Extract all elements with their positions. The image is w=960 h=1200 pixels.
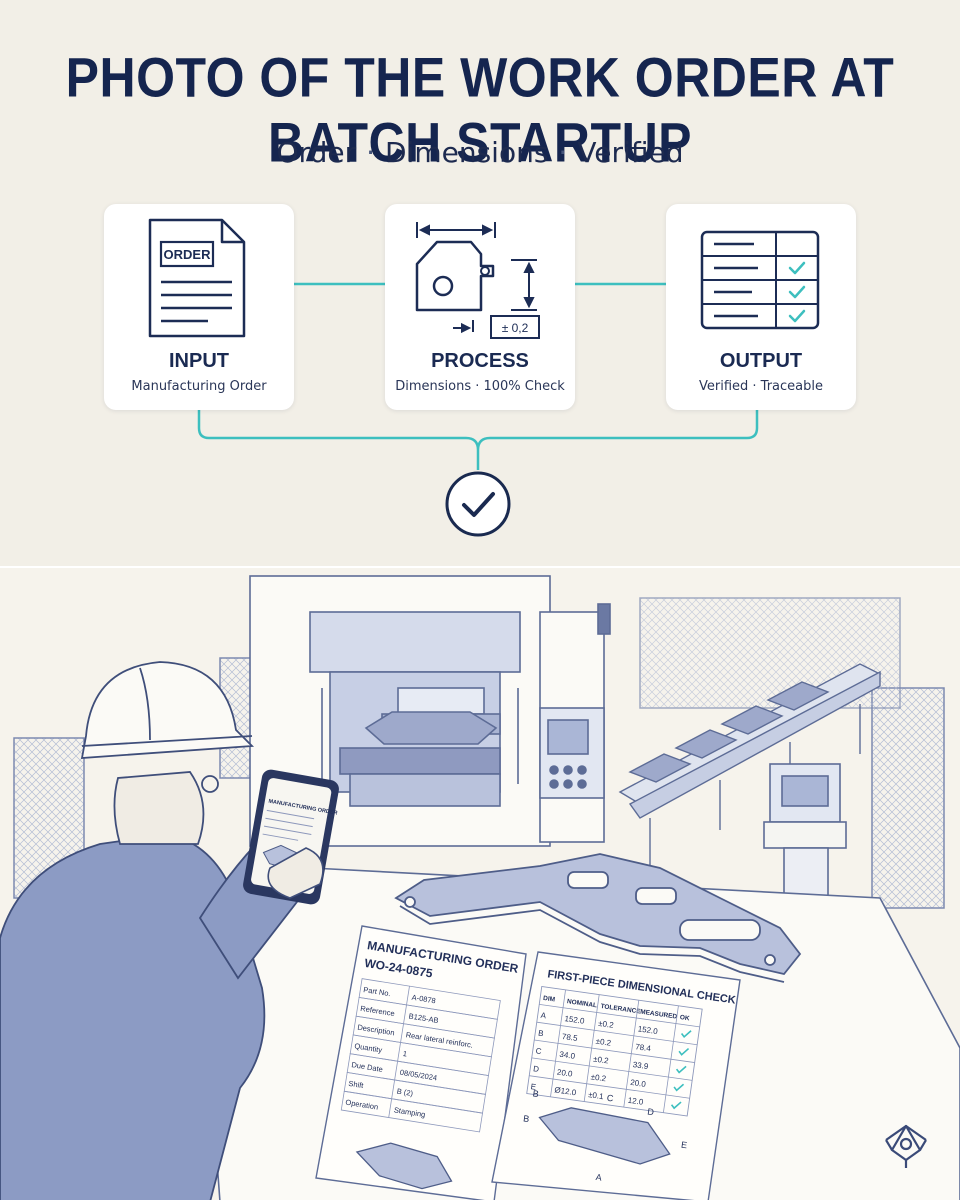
ok-check-icon — [673, 1083, 685, 1092]
subtitle-separator: · — [366, 136, 375, 169]
order-row — [340, 1090, 483, 1133]
check-table-cell: E — [530, 1082, 537, 1092]
order-row-value: A-0878 — [411, 993, 436, 1006]
input-sublabel: Manufacturing Order — [131, 379, 267, 394]
subtitle-order: Order — [276, 136, 357, 169]
page-subtitle: Order · Dimensions · Verified — [0, 136, 960, 169]
check-table-header: NOMINAL — [566, 998, 597, 1009]
checklist-icon — [700, 230, 820, 330]
check-table-header: OK — [679, 1014, 690, 1022]
order-row-value: B (2) — [396, 1087, 414, 1099]
order-row-field: Quantity — [354, 1041, 383, 1054]
worker — [0, 661, 311, 1200]
check-table-cell: ±0.1 — [588, 1090, 605, 1101]
dimension-callout: A — [595, 1172, 602, 1183]
dimension-drawing-icon: ± 0,2 — [415, 222, 540, 339]
check-table-cell: 12.0 — [627, 1096, 644, 1107]
order-row-field: Shift — [348, 1079, 365, 1090]
check-table-cell: ±0.2 — [595, 1037, 612, 1048]
input-label: INPUT — [169, 350, 229, 372]
check-table-cell: 152.0 — [637, 1024, 659, 1036]
output-card: OUTPUT Verified · Traceable — [666, 204, 856, 410]
check-table-cell: 78.4 — [635, 1042, 652, 1053]
subtitle-verified: Verified — [577, 136, 684, 169]
input-card: ORDER INPUT Manufacturing Order — [104, 204, 294, 410]
subtitle-separator: · — [558, 136, 568, 169]
verified-check-icon — [445, 471, 511, 537]
order-badge-text: ORDER — [164, 247, 212, 262]
check-table-cell: C — [535, 1046, 542, 1056]
connector-merge — [197, 410, 759, 470]
check-table-cell: B — [538, 1029, 545, 1039]
dimension-callout: B — [532, 1088, 539, 1099]
output-label: OUTPUT — [719, 350, 803, 372]
dimension-callout: E — [680, 1140, 687, 1151]
subtitle-dimensions: Dimensions — [385, 136, 549, 169]
check-table-cell: D — [533, 1064, 540, 1074]
process-sublabel: Dimensions · 100% Check — [395, 379, 565, 394]
order-document-icon: ORDER — [148, 218, 246, 338]
ok-check-icon — [680, 1030, 692, 1039]
process-card: ± 0,2 PROCESS Dimensions · 100% Check — [385, 204, 575, 410]
tolerance-text: ± 0,2 — [502, 321, 529, 335]
ok-check-icon — [678, 1047, 690, 1056]
brand-logo — [885, 1124, 927, 1168]
factory-scene: MANUFACTURING ORDER WO-24-0875 Part No.A… — [0, 566, 960, 1200]
order-row-value: 1 — [402, 1049, 408, 1059]
dimension-callout: B — [523, 1113, 530, 1124]
check-table-cell: 78.5 — [561, 1032, 578, 1043]
control-panel — [539, 707, 605, 799]
ok-check-icon — [670, 1101, 682, 1110]
output-sublabel: Verified · Traceable — [699, 379, 823, 394]
check-table-cell: 34.0 — [559, 1050, 576, 1061]
check-table-cell: Ø12.0 — [554, 1085, 577, 1097]
dimension-callout: C — [606, 1093, 614, 1104]
check-table-cell: A — [540, 1011, 547, 1021]
check-table-cell: ±0.2 — [593, 1054, 610, 1065]
manufacturing-order-sheet: MANUFACTURING ORDER WO-24-0875 Part No.A… — [315, 925, 527, 1200]
inspection-terminal — [763, 763, 847, 919]
process-label: PROCESS — [431, 350, 529, 372]
check-table-header: DIM — [543, 995, 556, 1004]
check-table-cell: 33.9 — [632, 1060, 649, 1071]
check-table-cell: ±0.2 — [598, 1019, 615, 1030]
page-title: PHOTO OF THE WORK ORDER AT BATCH STARTUP — [65, 46, 895, 174]
check-table-cell: ±0.2 — [590, 1072, 607, 1083]
check-table-cell: 20.0 — [630, 1078, 647, 1089]
stamped-part — [394, 853, 802, 983]
check-table-cell: 20.0 — [556, 1068, 573, 1079]
ok-check-icon — [675, 1065, 687, 1074]
phone: MANUFACTURING ORDER — [243, 769, 339, 905]
check-table-cell: 152.0 — [564, 1014, 586, 1026]
dimension-callout: D — [647, 1107, 655, 1118]
order-row-field: Part No. — [363, 985, 392, 998]
factory-illustration: MANUFACTURING ORDER WO-24-0875 Part No.A… — [0, 575, 960, 1200]
